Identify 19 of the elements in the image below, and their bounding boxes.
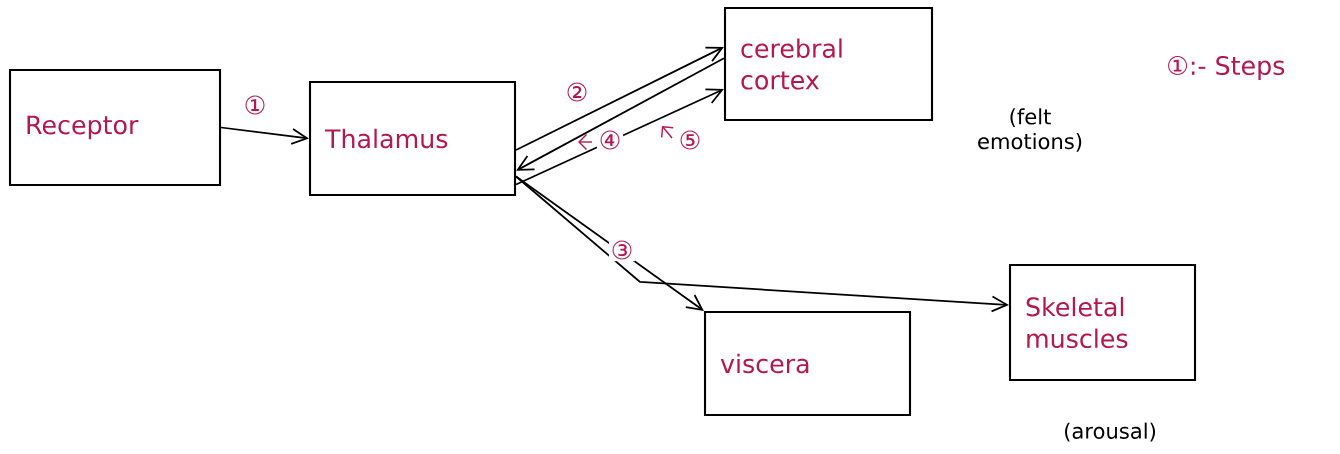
step-number: ③ [608, 238, 636, 262]
annotation-text: (arousal) [1065, 422, 1156, 442]
arrow [515, 175, 704, 311]
process-box: Thalamus [308, 80, 517, 197]
step-number: ① [241, 93, 269, 117]
arrow [515, 88, 724, 186]
arrow [220, 126, 309, 145]
annotation-text: (felt emotions) [978, 108, 1082, 152]
step-number: ⑤ [676, 128, 704, 152]
process-box: Receptor [8, 68, 222, 187]
process-box: Skeletal muscles [1008, 263, 1197, 382]
process-box: viscera [703, 310, 912, 417]
legend-note: ①:- Steps [1168, 56, 1285, 80]
arrow [516, 57, 725, 171]
arrow [515, 46, 724, 151]
step-number: ④ [596, 128, 624, 152]
process-box: cerebral cortex [723, 6, 934, 122]
arrow [515, 175, 1009, 313]
step-number: ② [563, 80, 591, 104]
